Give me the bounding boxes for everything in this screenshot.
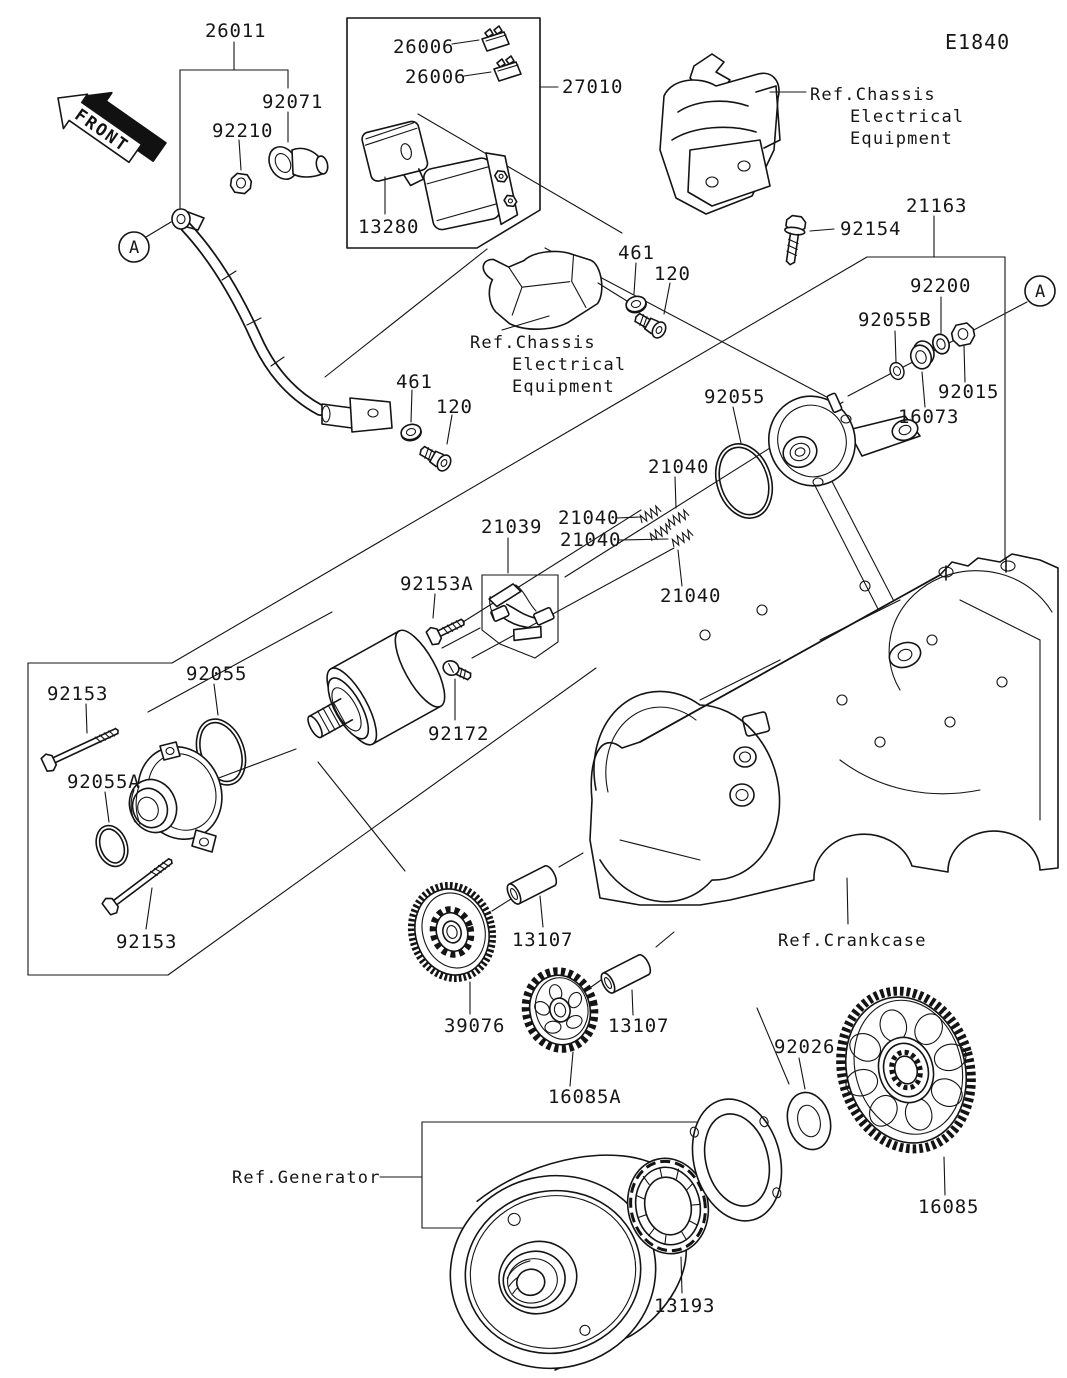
part-label-21039: 21039 [481,516,542,538]
idler-gear-16085a-drawing [521,967,599,1053]
junction-box-group [346,17,559,249]
sleeve-13107-2-drawing [597,951,654,996]
starter-idler-gear-39076-drawing [407,881,497,983]
detail-marker-a-right [1024,275,1056,307]
part-label-92172: 92172 [428,723,489,745]
part-label-13107-1: 13107 [512,929,573,951]
bolt-92154-drawing [784,214,807,266]
screw-92172-drawing [442,660,472,681]
part-label-461-1: 461 [396,371,433,393]
part-label-13280: 13280 [358,216,419,238]
part-label-92071: 92071 [262,91,323,113]
washer-92026-drawing [786,1091,832,1151]
ref-label-chassis-top-3: Equipment [850,129,953,149]
part-label-92153-top: 92153 [47,683,108,705]
part-label-92026: 92026 [774,1036,835,1058]
part-label-92015: 92015 [938,381,999,403]
front-end-cover-drawing [128,741,223,853]
detail-marker-a-left [118,231,150,263]
bolt-120-left-drawing [416,441,455,475]
part-label-26006-2: 26006 [405,66,466,88]
brush-spring-drawing-4 [669,528,695,548]
bolt-92153-top-drawing [39,721,123,774]
part-label-26011: 26011 [205,20,266,42]
ref-label-chassis-mid-1: Ref.Chassis [470,333,596,353]
part-label-16085: 16085 [918,1196,979,1218]
armature-drawing [307,629,446,746]
part-label-120-1: 120 [436,396,473,418]
bolt-92153a-drawing [425,618,465,646]
one-way-clutch-13193-drawing [626,1157,710,1255]
brush-spring-drawing-2 [665,508,691,528]
part-label-13193: 13193 [654,1295,715,1317]
part-label-21040-2: 21040 [558,507,619,529]
crankcase-drawing [589,553,1059,906]
boot-connector-drawing [482,250,603,330]
nut-92015-drawing [950,322,976,347]
part-label-21040-4: 21040 [660,585,721,607]
fuse-drawing-1 [481,25,510,52]
starter-relay-drawing [423,152,519,231]
ref-label-chassis-mid-2: Electrical [512,355,626,375]
relay-drawing [361,120,429,187]
part-label-92055b: 92055B [858,309,931,331]
part-label-92055-left: 92055 [186,663,247,685]
part-label-16073: 16073 [898,406,959,428]
ref-label-chassis-top-1: Ref.Chassis [810,85,936,105]
assembly-box-outline [27,662,173,976]
holder-bracket-drawing [659,53,807,215]
fuse-drawing-2 [493,55,522,82]
o-ring-92055a-drawing [95,824,129,868]
generator-bracket-lines [379,1121,698,1229]
o-ring-92055-right-drawing [714,443,774,519]
part-label-92200: 92200 [910,275,971,297]
brush-spring-drawing-1 [637,504,663,524]
motor-end-cover-drawing [767,392,921,487]
part-label-92210: 92210 [212,120,273,142]
part-label-26006-1: 26006 [393,36,454,58]
part-label-21040-3: 21040 [560,529,621,551]
starter-cable-drawing: A [118,41,393,433]
part-label-461-2: 461 [618,242,655,264]
front-arrow: FRONT [57,91,167,164]
detail-marker-a-left-label: A [129,238,139,258]
part-label-120-2: 120 [654,263,691,285]
bearing-16073-drawing [909,340,935,370]
sleeve-13107-1-drawing [503,862,560,907]
ref-label-crankcase: Ref.Crankcase [778,931,927,951]
part-label-16085a: 16085A [548,1086,621,1108]
washer-461-left-drawing [398,421,424,444]
washer-461-right-drawing [623,293,649,316]
diagram-code: E1840 [945,30,1010,54]
part-label-92153-bottom: 92153 [116,931,177,953]
clutch-plate-drawing [689,1098,783,1222]
detail-marker-a-right-label: A [1035,282,1045,302]
washer-92055b-drawing [887,359,907,383]
part-label-27010: 27010 [562,76,623,98]
shaft-hardware-group [887,296,976,408]
part-label-21163: 21163 [906,195,967,217]
ref-label-chassis-mid-3: Equipment [512,377,615,397]
part-label-13107-2: 13107 [608,1015,669,1037]
part-label-21040-1: 21040 [648,456,709,478]
cable-bracket-terminal-drawing [321,397,393,433]
part-label-92055-right: 92055 [704,386,765,408]
part-label-39076: 39076 [444,1015,505,1037]
ring-gear-16085-drawing [836,986,976,1154]
part-label-92055a: 92055A [67,771,140,793]
bolt-120-right-drawing [631,308,670,342]
terminal-elbow-drawing [268,145,329,181]
brush-holder-group [481,537,559,659]
part-label-92154: 92154 [840,218,901,240]
ref-label-chassis-top-2: Electrical [850,107,964,127]
part-label-92153a: 92153A [400,573,473,595]
ref-label-generator: Ref.Generator [232,1168,381,1188]
brush-holder-drawing [488,583,555,642]
